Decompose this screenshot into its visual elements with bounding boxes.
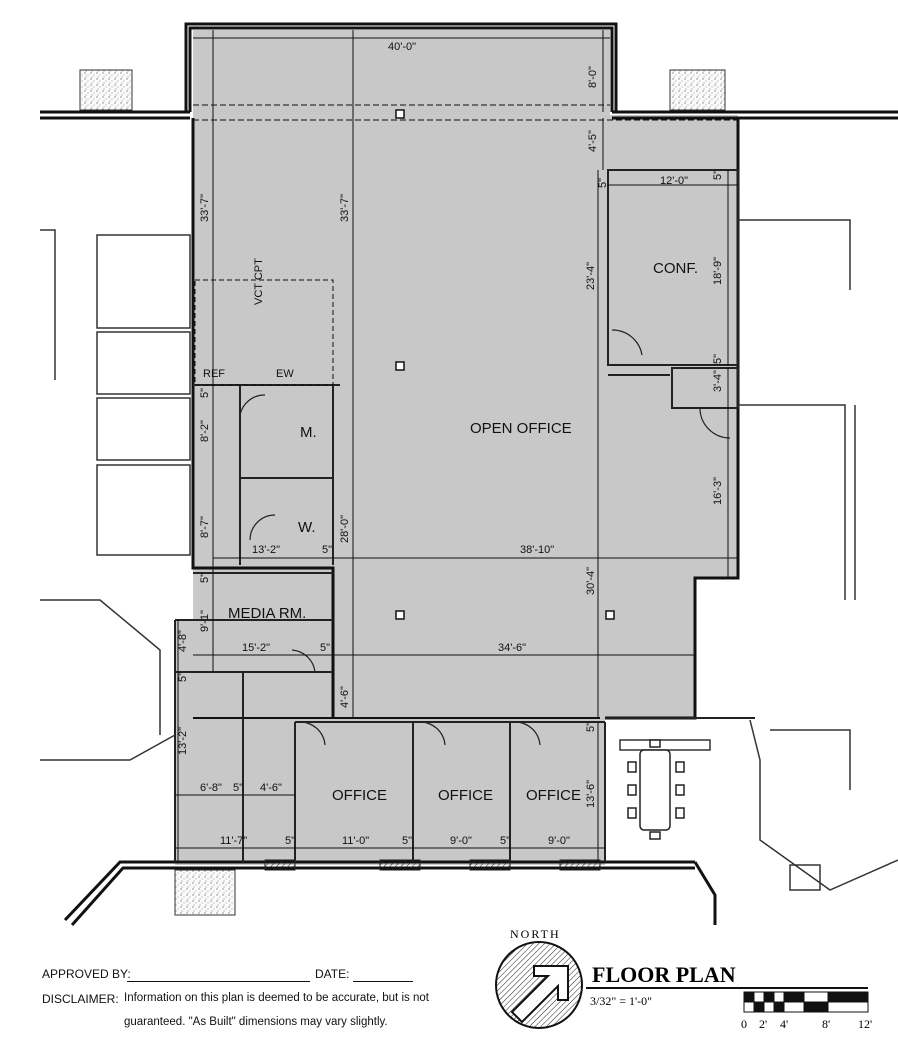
dim-label: 9'-0" (548, 835, 570, 847)
office-2-label: OFFICE (438, 787, 493, 804)
dim-label: 33'-7" (199, 194, 211, 222)
conference-table (627, 739, 685, 840)
dim-label: 5" (597, 178, 609, 188)
dim-label: 34'-6" (498, 642, 526, 654)
ref-label: REF (203, 368, 225, 380)
office-3-label: OFFICE (526, 787, 581, 804)
plan-title: FLOOR PLAN (592, 962, 736, 987)
scale-tick: 0 (741, 1017, 747, 1031)
dim-label: 11'-0" (342, 835, 369, 847)
dim-label: 4'-6" (339, 686, 351, 708)
dim-label: 5" (322, 544, 332, 556)
dim-label: 16'-3" (712, 477, 724, 505)
scale-tick: 4' (780, 1017, 788, 1031)
disclaimer-label: DISCLAIMER: (42, 992, 119, 1006)
dim-label: 5" (320, 642, 330, 654)
dim-label: 5" (285, 835, 295, 847)
north-label: NORTH (510, 927, 561, 941)
dim-label: 12'-0" (660, 175, 688, 187)
dim-label: 4'-5" (587, 130, 599, 152)
date-label: DATE: (315, 967, 350, 981)
dim-label: 30'-4" (585, 567, 597, 595)
office-1-label: OFFICE (332, 787, 387, 804)
door-swings (239, 329, 731, 746)
interior-walls (174, 169, 755, 862)
scale-tick: 8' (822, 1017, 830, 1031)
dim-label: 18'-9" (712, 257, 724, 285)
dim-label: 9'-1" (199, 610, 211, 632)
dim-label: 33'-7" (339, 194, 351, 222)
dim-label: 5" (585, 722, 597, 732)
leased-area (175, 30, 738, 865)
dim-label: 5" (500, 835, 510, 847)
dim-label: 4'-6" (260, 782, 282, 794)
dimension-labels: 40'-0" 8'-0" 4'-5" 33'-7" 33'-7" 12'-0" … (177, 41, 724, 847)
windows (264, 859, 601, 871)
dim-label: 5" (712, 354, 724, 364)
scale-label: 3/32" = 1'-0" (590, 994, 652, 1008)
dim-label: 5" (233, 782, 243, 794)
date-line[interactable] (353, 981, 413, 982)
title-block: FLOOR PLAN 3/32" = 1'-0" 0 2' 4' 8' 12' (586, 962, 872, 1031)
dim-label: 13'-2" (177, 727, 189, 755)
dim-label: 8'-2" (199, 420, 211, 442)
adjacent-suites (40, 219, 898, 891)
scale-bar (743, 991, 869, 1013)
dim-label: 5" (402, 835, 412, 847)
dim-label: 8'-7" (199, 516, 211, 538)
dim-label: 5" (712, 170, 724, 180)
approved-by-line[interactable] (127, 981, 310, 982)
dim-label: 5" (177, 672, 189, 682)
dim-label: 13'-2" (252, 544, 280, 556)
dim-label: 15'-2" (242, 642, 270, 654)
dim-label: 9'-0" (450, 835, 472, 847)
disclaimer-text-2: guaranteed. "As Built" dimensions may va… (124, 1016, 388, 1028)
vct-cpt-label: VCT CPT (253, 258, 265, 305)
media-room-label: MEDIA RM. (228, 605, 306, 622)
dim-label: 40'-0" (388, 41, 416, 53)
dim-label: 3'-4" (712, 370, 724, 392)
north-arrow: NORTH (495, 927, 583, 1029)
dim-label: 8'-0" (587, 66, 599, 88)
dim-label: 11'-7" (220, 835, 247, 847)
disclaimer-text-1: Information on this plan is deemed to be… (124, 992, 429, 1004)
dim-label: 13'-6" (585, 780, 597, 808)
men-restroom-label: M. (300, 424, 317, 441)
dimension-lines (175, 30, 740, 862)
dim-label: 5" (199, 388, 211, 398)
women-restroom-label: W. (298, 519, 316, 536)
dim-label: 6'-8" (200, 782, 222, 794)
scale-tick: 12' (858, 1017, 872, 1031)
ew-label: EW (276, 368, 294, 380)
dim-label: 28'-0" (339, 515, 351, 543)
dim-label: 4'-8" (177, 630, 189, 652)
dim-label: 23'-4" (585, 262, 597, 290)
approved-by-label: APPROVED BY: (42, 967, 131, 981)
conf-label: CONF. (653, 260, 698, 277)
dim-label: 38'-10" (520, 544, 554, 556)
scale-tick: 2' (759, 1017, 767, 1031)
dim-label: 5" (199, 573, 211, 583)
columns (395, 109, 615, 620)
open-office-label: OPEN OFFICE (470, 420, 572, 437)
walls (40, 22, 898, 927)
entry-pads (79, 69, 726, 916)
room-labels: OPEN OFFICE CONF. MEDIA RM. M. W. OFFICE… (203, 258, 698, 804)
